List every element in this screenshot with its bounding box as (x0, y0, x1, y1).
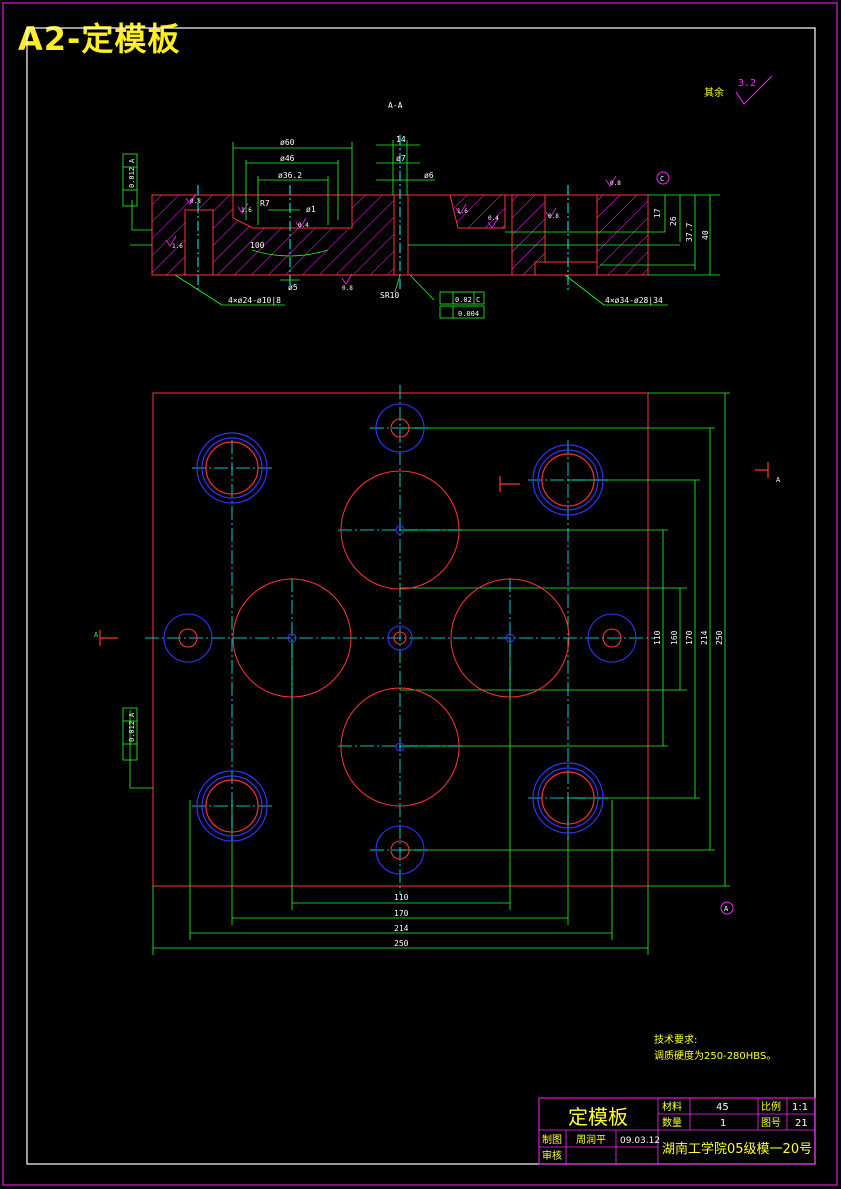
dim-d60: ø60 (280, 138, 295, 147)
tb-material-label: 材料 (662, 1100, 682, 1113)
dim-h26: 26 (669, 216, 678, 226)
plan-dim-right-1: 110 (653, 630, 662, 645)
dim-sr10: SR10 (380, 291, 399, 300)
plan-dim-right-5: 250 (715, 630, 724, 645)
surface-value: 3.2 (738, 78, 756, 89)
tb-qty-label: 数量 (662, 1116, 682, 1129)
plan-view: 110 170 214 250 110 160 170 214 250 0.01… (94, 385, 781, 955)
dim-d36: ø36.2 (278, 171, 302, 180)
tb-scale-label: 比例 (761, 1100, 781, 1113)
rough-6: 0.4 (488, 215, 499, 222)
plan-dim-bottom-1: 110 (394, 893, 409, 902)
plan-dim-bottom-2: 170 (394, 909, 409, 918)
tb-dwg-value: 21 (795, 1118, 808, 1129)
rough-7: 0.8 (548, 213, 559, 220)
surface-label: 其余 (704, 86, 724, 99)
dim-d7: ø7 (396, 154, 406, 163)
notes-title: 技术要求: (654, 1033, 697, 1046)
dim-h37: 37.7 (685, 223, 694, 242)
datum-a-marker (720, 901, 734, 915)
runner-step (407, 194, 513, 276)
tb-material-value: 45 (716, 1102, 729, 1113)
bottom-recess (534, 261, 598, 276)
rough-1: 0.8 (190, 198, 201, 205)
rough-4: 0.8 (342, 285, 353, 292)
surface-symbol (735, 75, 773, 105)
tb-qty-value: 1 (720, 1118, 726, 1129)
sprue-bore (393, 194, 409, 276)
plan-dim-bottom-3: 214 (394, 924, 409, 933)
cavity-right (450, 578, 570, 698)
section-mark-right: A (776, 476, 781, 484)
plan-perp-tol-datum: A (128, 712, 136, 717)
tb-scale-value: 1:1 (792, 1102, 808, 1113)
tb-drawn-label: 制图 (542, 1133, 562, 1146)
datum-c-label: C (660, 175, 664, 183)
para-tol-value: 0.02 (455, 296, 472, 304)
callout-right: 4×ø34-ø28∣34 (605, 296, 663, 305)
rough-2: 1.6 (241, 207, 252, 214)
plan-dim-right-4: 214 (700, 630, 709, 645)
tb-date: 09.03.12 (620, 1136, 660, 1146)
plan-plate (152, 392, 649, 887)
datum-c-marker (656, 171, 670, 185)
callout-left: 4×ø24-ø10∣8 (228, 296, 281, 305)
dim-d6: ø6 (424, 171, 434, 180)
tb-dwg-label: 图号 (761, 1117, 781, 1129)
perp-tol-value: 0.012 (128, 167, 136, 188)
cavity-top (340, 470, 460, 590)
plan-dim-right-2: 160 (670, 630, 679, 645)
plan-perp-tol-value: 0.012 (128, 721, 136, 742)
tb-drawn-value: 周润平 (576, 1133, 606, 1146)
rough-9: 1.6 (172, 243, 183, 250)
sheet-title: A2-定模板 (18, 20, 181, 58)
guide-bore-left (184, 209, 214, 276)
dim-d1: ø1 (306, 205, 316, 214)
dim-d5: ø5 (288, 283, 298, 292)
datum-a-label: A (724, 905, 729, 913)
section-mark-left: A (94, 631, 99, 639)
inner-border (26, 27, 816, 1165)
para-tol-datum: C (476, 296, 480, 304)
flat-tol-value: 0.004 (458, 310, 479, 318)
tb-check-label: 审核 (542, 1149, 562, 1162)
section-view: A-A (122, 101, 720, 319)
title-block: 定模板 材料 45 比例 1:1 数量 1 图号 21 制图 周润平 09.03… (538, 1097, 816, 1165)
plan-dim-bottom-4: 250 (394, 939, 409, 948)
dim-angle: 100 (250, 241, 265, 250)
cavity-left (232, 578, 352, 698)
dim-r7: R7 (260, 199, 270, 208)
rough-5: 1.6 (457, 208, 468, 215)
dim-w14: 14 (396, 135, 406, 144)
dim-h40: 40 (701, 230, 710, 240)
rough-8: 0.8 (610, 180, 621, 187)
rough-3: 0.4 (298, 222, 309, 229)
plan-dim-right-3: 170 (685, 630, 694, 645)
dim-d46: ø46 (280, 154, 295, 163)
notes-line1: 调质硬度为250-280HBS。 (654, 1049, 776, 1062)
perp-tol-datum: A (128, 158, 136, 163)
section-label: A-A (388, 101, 403, 110)
tb-part-name: 定模板 (568, 1105, 628, 1129)
dim-h17: 17 (653, 208, 662, 218)
cavity-bottom (340, 687, 460, 807)
tb-school: 湖南工学院05级模一20号 (662, 1141, 812, 1157)
